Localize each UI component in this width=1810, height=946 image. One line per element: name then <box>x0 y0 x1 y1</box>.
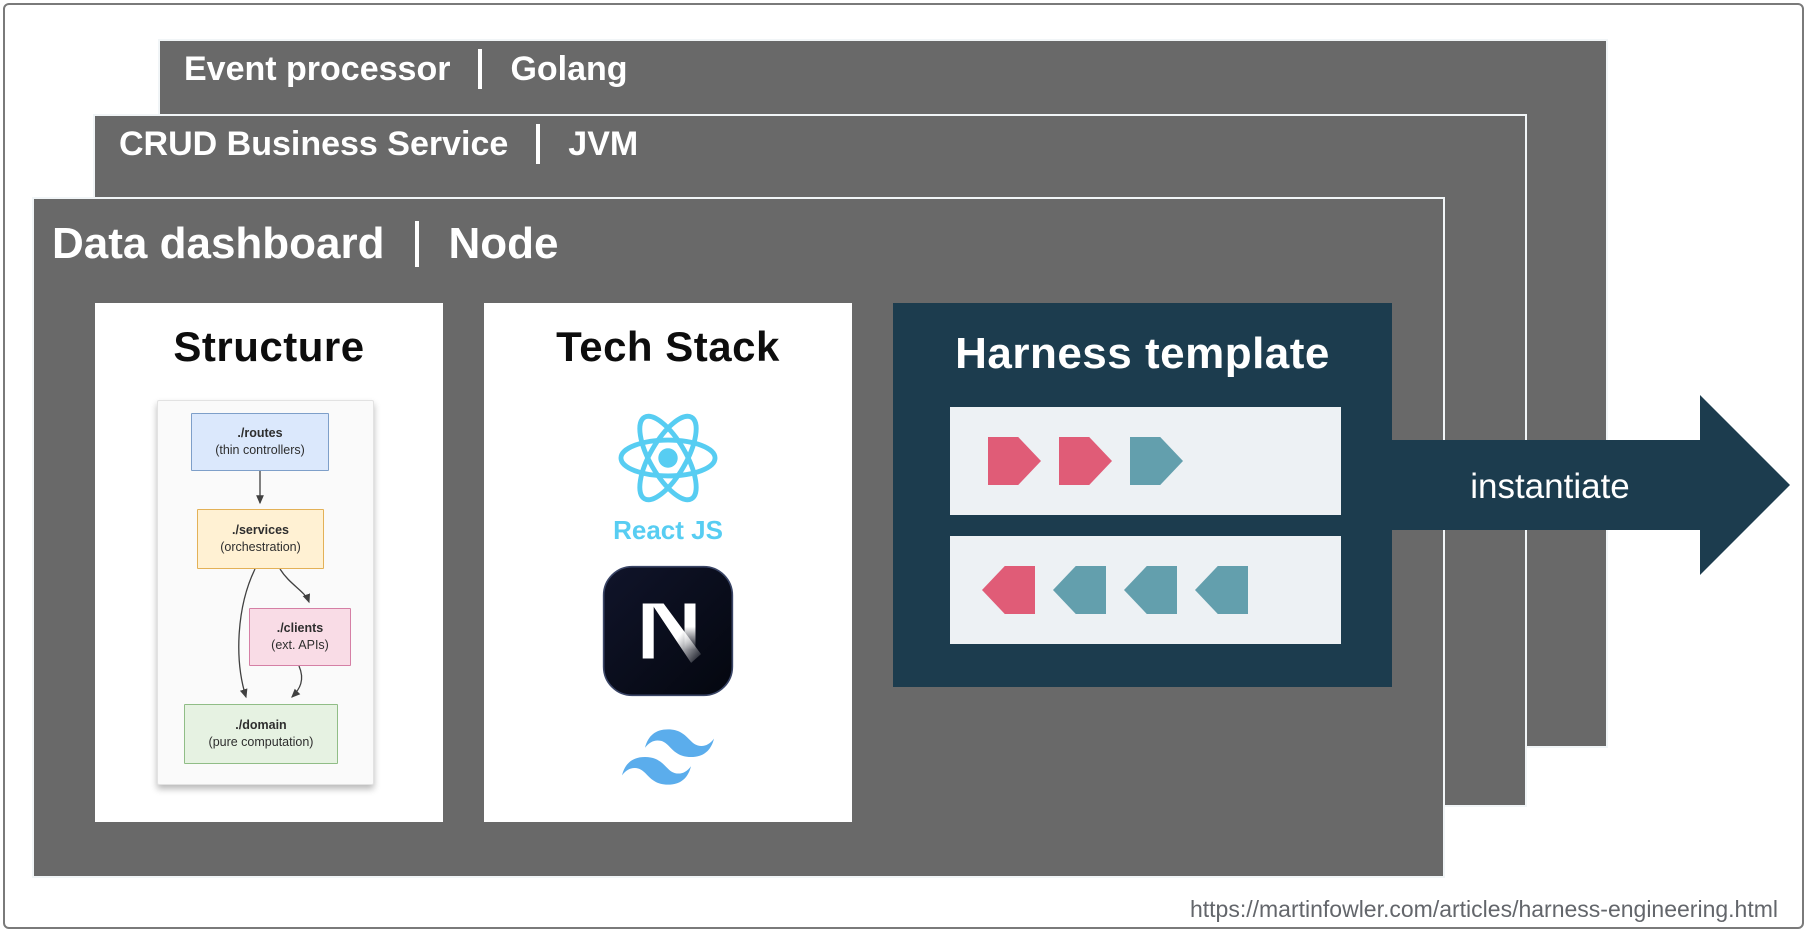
title-divider <box>414 221 419 267</box>
harness-template-title: Harness template <box>955 329 1330 378</box>
service-name: Event processor <box>184 49 451 88</box>
nextjs-n-logo <box>602 565 734 697</box>
diagram-arrows <box>238 471 310 699</box>
node-sublabel: (pure computation) <box>208 735 314 749</box>
structure-panel: Structure ./routes (thin controllers) <box>95 303 443 822</box>
chevron-pink-left <box>982 566 1035 614</box>
source-url: https://martinfowler.com/articles/harnes… <box>1189 896 1778 922</box>
node-sublabel: (ext. APIs) <box>271 638 329 652</box>
harness-template-panel: Harness template <box>893 303 1392 687</box>
node-clients: ./clients (ext. APIs) <box>249 608 351 666</box>
title-divider <box>536 124 541 164</box>
chevron-teal-left <box>1124 566 1177 614</box>
card-title-row: CRUD Business Service JVM <box>95 116 1525 164</box>
instantiate-arrow <box>1392 395 1790 575</box>
node-label: ./clients <box>276 620 324 635</box>
instantiate-label: instantiate <box>1470 467 1630 506</box>
service-tech: Node <box>448 219 559 268</box>
service-name: CRUD Business Service <box>119 124 509 163</box>
node-domain: ./domain (pure computation) <box>184 704 338 764</box>
structure-title: Structure <box>173 323 365 370</box>
harness-step-row-forward <box>950 407 1341 515</box>
card-title-row: Data dashboard Node <box>34 199 1443 269</box>
tech-stack-title: Tech Stack <box>556 323 780 370</box>
tech-stack-panel: Tech Stack React JS <box>484 303 852 822</box>
node-services: ./services (orchestration) <box>197 509 324 569</box>
chevron-pink-right <box>1059 437 1112 485</box>
react-atom-logo <box>618 413 718 503</box>
chevron-teal-left <box>1053 566 1106 614</box>
react-js-label: React JS <box>613 515 723 545</box>
node-sublabel: (thin controllers) <box>215 443 305 457</box>
node-label: ./services <box>232 522 289 537</box>
harness-step-row-backward <box>950 536 1341 644</box>
folder-structure-diagram: ./routes (thin controllers) ./services (… <box>157 400 374 785</box>
chevron-pink-right <box>988 437 1041 485</box>
chevron-teal-left <box>1195 566 1248 614</box>
node-routes: ./routes (thin controllers) <box>191 413 329 471</box>
node-label: ./domain <box>235 717 287 732</box>
node-label: ./routes <box>237 425 283 440</box>
slide-border <box>3 3 1804 929</box>
chevron-teal-right <box>1130 437 1183 485</box>
service-tech: JVM <box>568 124 639 163</box>
node-sublabel: (orchestration) <box>220 540 301 554</box>
service-name: Data dashboard <box>52 219 385 268</box>
tailwind-waves-logo <box>622 729 714 785</box>
service-tech: Golang <box>510 49 628 88</box>
title-divider <box>478 49 483 89</box>
card-title-row: Event processor Golang <box>160 41 1606 89</box>
